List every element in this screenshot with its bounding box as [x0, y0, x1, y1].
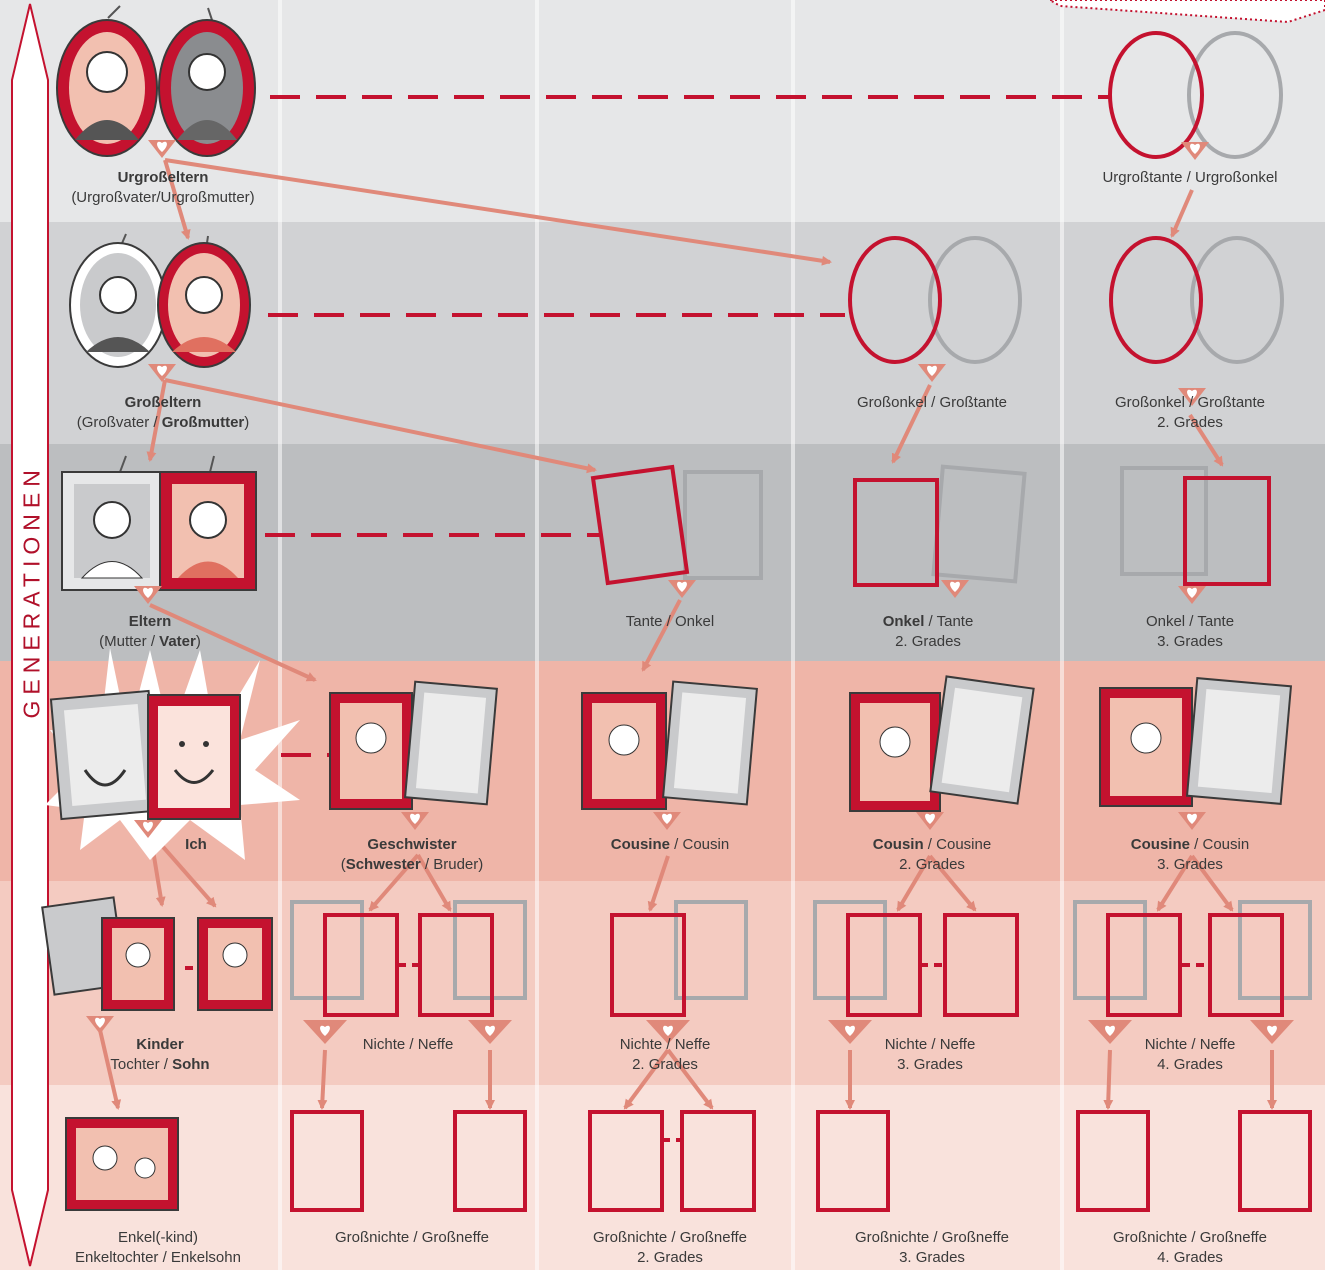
label-urgrosstante: Urgroßtante / Urgroßonkel	[1070, 168, 1310, 188]
label-rest: / Cousin	[1190, 836, 1249, 853]
siblings-portraits	[330, 682, 497, 809]
label-rest: / Cousin	[670, 836, 729, 853]
label-line1: Urgroßtante / Urgroßonkel	[1102, 169, 1277, 186]
label-title: Ich	[185, 836, 207, 853]
label-title: Kinder	[136, 1036, 184, 1053]
label-onkel-3: Onkel / Tante 3. Grades	[1070, 612, 1310, 652]
label-nichte-2: Nichte / Neffe 2. Grades	[545, 1035, 785, 1075]
label-line2: 2. Grades	[899, 856, 965, 873]
label-sub-pre: (Mutter /	[99, 633, 159, 650]
label-line1: Großonkel / Großtante	[857, 394, 1007, 411]
label-title: Großeltern	[125, 394, 202, 411]
label-sub-post: )	[196, 633, 201, 650]
label-sub-bold: Schwester	[346, 856, 421, 873]
label-line1: Großnichte / Großneffe	[335, 1229, 489, 1246]
label-enkel: Enkel(-kind) Enkeltochter / Enkelsohn	[38, 1228, 278, 1268]
label-grossnichte-2: Großnichte / Großneffe 2. Grades	[550, 1228, 790, 1268]
label-bold: Cousine	[1131, 836, 1190, 853]
label-grossonkel-2: Großonkel / Großtante 2. Grades	[1070, 393, 1310, 433]
label-line1: Onkel / Tante	[1146, 613, 1234, 630]
label-bold: Cousin	[873, 836, 924, 853]
label-line1: Nichte / Neffe	[363, 1036, 454, 1053]
label-bold: Cousine	[611, 836, 670, 853]
label-line1: Großonkel / Großtante	[1115, 394, 1265, 411]
label-grossnichte-3: Großnichte / Großneffe 3. Grades	[812, 1228, 1052, 1268]
label-sub-pre: (Großvater /	[77, 414, 162, 431]
label-line1: Enkel(-kind)	[118, 1229, 198, 1246]
label-sub: (Urgroßvater/Urgroßmutter)	[71, 189, 254, 206]
label-line2: 2. Grades	[632, 1056, 698, 1073]
label-line1: Großnichte / Großneffe	[855, 1229, 1009, 1246]
label-line2: 2. Grades	[637, 1249, 703, 1266]
label-cousin-2: Cousin / Cousine 2. Grades	[812, 835, 1052, 875]
label-geschwister: Geschwister (Schwester / Bruder)	[292, 835, 532, 875]
label-line2: 3. Grades	[1157, 633, 1223, 650]
label-line2: 3. Grades	[897, 1056, 963, 1073]
label-tante: Tante / Onkel	[550, 612, 790, 632]
label-line1: Großnichte / Großneffe	[593, 1229, 747, 1246]
label-grossonkel: Großonkel / Großtante	[812, 393, 1052, 413]
label-sub-bold: Vater	[159, 633, 196, 650]
label-line1: Nichte / Neffe	[885, 1036, 976, 1053]
label-rest: / Tante	[924, 613, 973, 630]
label-line2: 2. Grades	[895, 633, 961, 650]
label-title: Urgroßeltern	[118, 169, 209, 186]
label-cousine-3: Cousine / Cousin 3. Grades	[1070, 835, 1310, 875]
label-cousine: Cousine / Cousin	[550, 835, 790, 855]
label-ich: Ich	[76, 835, 316, 855]
label-sub-pre: Tochter /	[110, 1056, 172, 1073]
label-line2: 4. Grades	[1157, 1056, 1223, 1073]
label-sub-post: )	[244, 414, 249, 431]
label-grossnichte-4: Großnichte / Großneffe 4. Grades	[1070, 1228, 1310, 1268]
label-line1: Großnichte / Großneffe	[1113, 1229, 1267, 1246]
label-line1: Nichte / Neffe	[620, 1036, 711, 1053]
label-grossnichte: Großnichte / Großneffe	[292, 1228, 532, 1248]
label-sub-bold: Großmutter	[162, 414, 245, 431]
label-sub-post: / Bruder)	[421, 856, 484, 873]
label-grosseltern: Großeltern (Großvater / Großmutter)	[43, 393, 283, 433]
label-nichte: Nichte / Neffe	[288, 1035, 528, 1055]
label-line1: Tante / Onkel	[626, 613, 714, 630]
label-urgrosseltern: Urgroßeltern (Urgroßvater/Urgroßmutter)	[43, 168, 283, 208]
label-rest: / Cousine	[924, 836, 992, 853]
generation-axis-label: GENERATIONEN	[19, 479, 46, 719]
label-nichte-3: Nichte / Neffe 3. Grades	[810, 1035, 1050, 1075]
label-kinder: Kinder Tochter / Sohn	[40, 1035, 280, 1075]
label-line1: Nichte / Neffe	[1145, 1036, 1236, 1053]
label-line2: 4. Grades	[1157, 1249, 1223, 1266]
label-title: Geschwister	[367, 836, 456, 853]
grandchild-portrait	[66, 1118, 178, 1210]
label-onkel-2: Onkel / Tante 2. Grades	[808, 612, 1048, 652]
label-title: Eltern	[129, 613, 172, 630]
label-line2: Enkeltochter / Enkelsohn	[75, 1249, 241, 1266]
label-sub-bold: Sohn	[172, 1056, 210, 1073]
label-line2: 3. Grades	[899, 1249, 965, 1266]
label-nichte-4: Nichte / Neffe 4. Grades	[1070, 1035, 1310, 1075]
parents-portraits	[62, 456, 256, 590]
label-line2: 2. Grades	[1157, 414, 1223, 431]
label-eltern: Eltern (Mutter / Vater)	[30, 612, 270, 652]
cousins3-portraits	[1100, 678, 1291, 806]
label-bold: Onkel	[883, 613, 925, 630]
label-line2: 3. Grades	[1157, 856, 1223, 873]
